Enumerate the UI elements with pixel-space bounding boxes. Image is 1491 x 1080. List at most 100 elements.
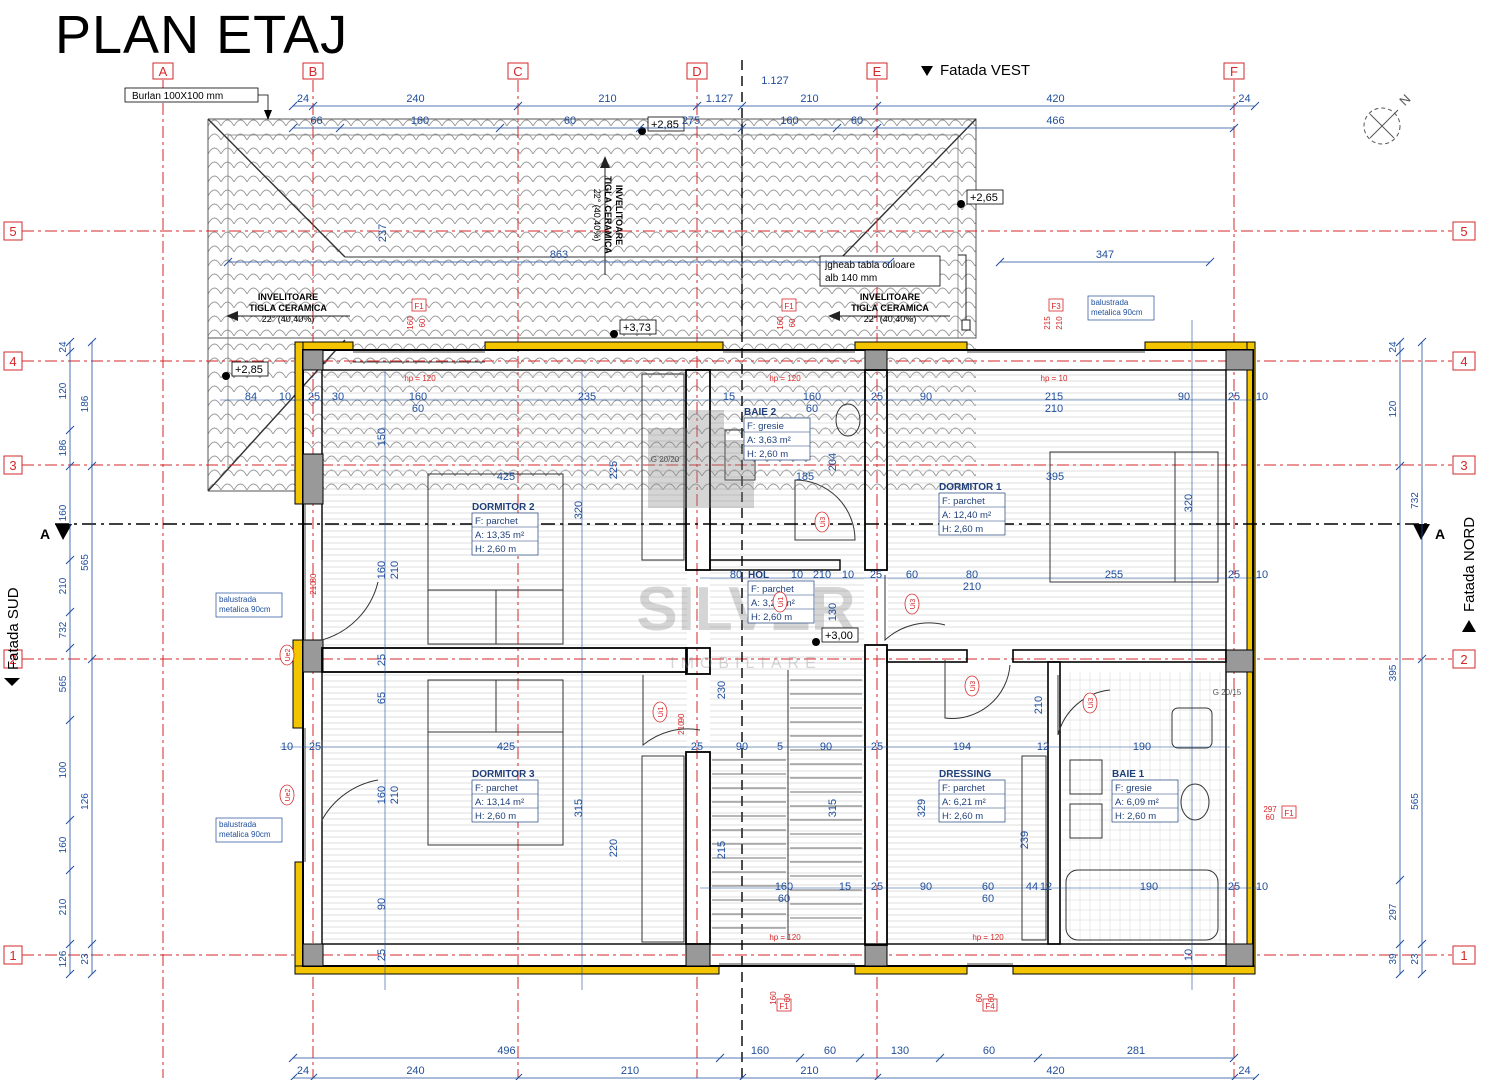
section-label-right: A [1435,526,1445,542]
dim-text: 420 [1046,93,1064,105]
dim-text: 160 [411,115,429,127]
dim-text: 25 [871,881,883,893]
dim-text: 215 [716,841,728,859]
note-line: metalica 90cm [1091,308,1143,317]
grid-bubble [1452,455,1476,475]
dim-tick [1250,101,1260,111]
dim-text: 565 [80,554,91,571]
dim-tick [739,1073,747,1080]
dim-text: 466 [1046,115,1064,127]
dim-text: 24 [297,1065,309,1077]
dim-tick [65,555,75,565]
dim-text: 255 [1105,569,1123,581]
dim-tick [1395,337,1405,347]
dim-text: 1.127 [706,93,734,105]
dim-text: 210 [389,786,401,804]
dim-text: 25 [308,391,320,403]
room-height: H: 2,60 m [475,811,516,822]
roof-label-line: TIGLA CERAMICA [603,176,613,254]
grid-bubble [152,62,174,80]
dim-text: 15 [723,391,735,403]
dim-text: 90 [920,881,932,893]
tag-dim: 60 [987,993,996,1002]
dim-text: 25 [1228,569,1240,581]
level-box [231,361,269,377]
tag-text: Ue2 [285,648,292,661]
dim-tick [65,715,75,725]
dim-tick [223,257,233,267]
dim-tick [65,815,75,825]
roof-label-line: TIGLA CERAMICA [851,303,929,313]
dim-text: 126 [80,793,91,810]
grid-bubble [3,221,23,241]
dim-tick [65,347,75,357]
dim-text: 10 [1183,949,1195,961]
level-box [966,189,1004,205]
dim-text: 210 [963,581,981,593]
grid-label-row-left: 4 [9,354,16,369]
dim-tick [885,257,895,267]
dim-text: 160 [58,836,69,853]
dim-tick [65,939,75,949]
room-area: A: 3,63 m² [747,435,791,446]
tag-dim: 160 [406,316,415,330]
dim-tick [1395,875,1405,885]
note-jgheab-2: alb 140 mm [825,273,877,284]
dim-tick [87,337,97,347]
dim-text: 23 [80,953,91,965]
dim-text: 194 [953,741,971,753]
dim-tick [65,969,75,979]
dim-text: 210 [1045,403,1063,415]
level-text: +2,85 [651,119,679,131]
dim-tick [87,969,97,979]
dim-text: 320 [1183,494,1195,512]
dim-tick [1395,347,1405,357]
room-box [1111,779,1179,823]
dim-tick [692,101,702,111]
room-name: BAIE 1 [1112,769,1145,780]
tag-dim: 80 [309,573,318,582]
dim-text: 210 [813,569,831,581]
watermark-brand: SILVER [636,575,855,644]
svg-text:N: N [1396,91,1413,108]
dim-text: 90 [820,741,832,753]
dim-text: 320 [573,501,585,519]
level-text: +2,85 [235,364,263,376]
roof-label-line: INVELITOARE [614,185,624,245]
dim-tick [288,1053,298,1063]
dim-text: 275 [682,115,700,127]
roof-label-line: INVELITOARE [258,292,318,302]
dim-tick [515,1073,523,1080]
dim-tick [1417,939,1427,949]
dim-text: 210 [800,1065,818,1077]
roof-label-line: TIGLA CERAMICA [249,303,327,313]
dim-tick [1229,101,1239,111]
dim-text: 420 [1046,1065,1064,1077]
dim-text: 80 [730,569,742,581]
level-box [821,627,859,643]
dim-text: 225 [608,461,620,479]
dim-text: 160 [409,391,427,403]
note-box [215,592,283,618]
dim-tick [65,461,75,471]
dim-text: 23 [1410,953,1421,965]
dim-text: 25 [376,654,388,666]
dim-text: 60 [982,881,994,893]
grid-label-row-left: 2 [9,652,16,667]
dim-tick [1417,337,1427,347]
grid-label-row-right: 4 [1460,354,1467,369]
tag-dim: 60 [783,993,792,1002]
dim-text: 60 [851,115,863,127]
dim-tick [1231,1073,1239,1080]
room-height: H: 2,60 m [475,544,516,555]
dim-tick [308,101,318,111]
dim-tick [635,123,645,133]
dim-tick [87,461,97,471]
dim-text: 210 [1033,696,1045,714]
grid-bubble [1452,649,1476,669]
